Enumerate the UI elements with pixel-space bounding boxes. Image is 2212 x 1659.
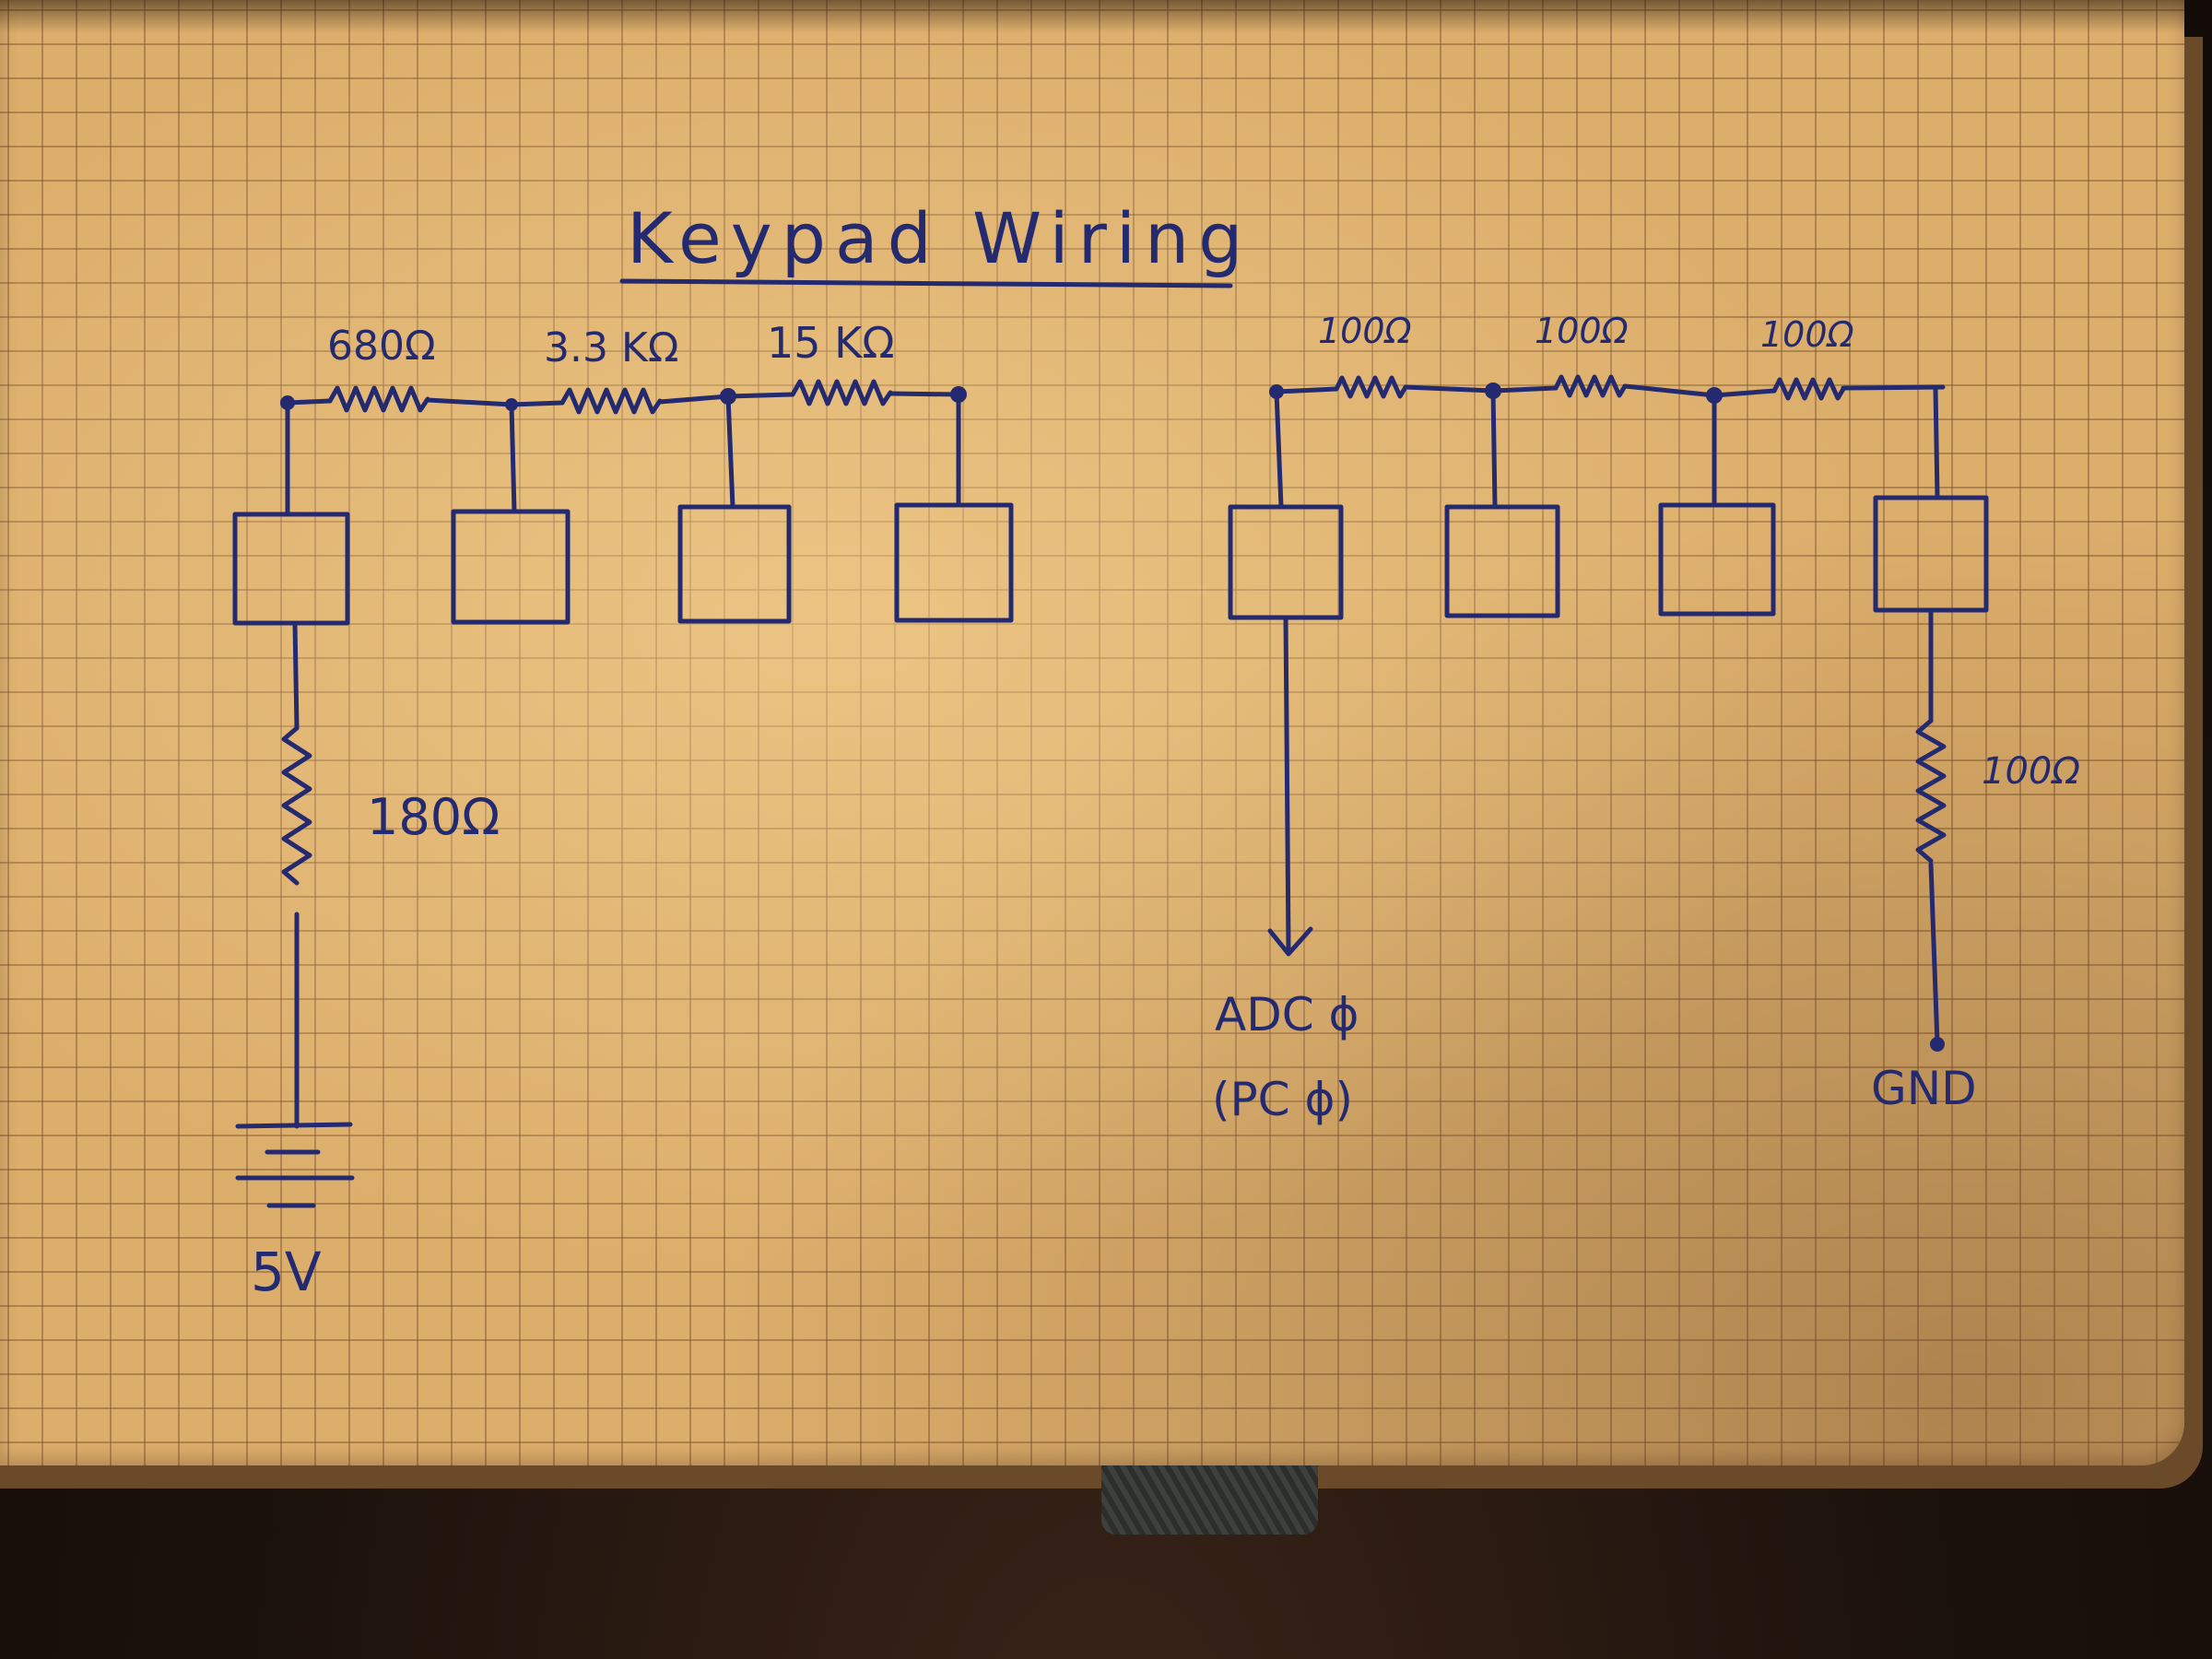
right-bus-wire-4 <box>1841 384 1946 391</box>
right-bus-wire-2 <box>1403 384 1559 394</box>
bookmark-ribbon <box>1101 1465 1318 1535</box>
battery-plate-1 <box>235 1122 353 1129</box>
key-switch-5 <box>1228 504 1344 620</box>
right-drop-wire-2 <box>1490 388 1498 510</box>
ground-branch: 100Ω GND <box>1871 607 2080 1115</box>
adc-output-branch: ADC ϕ (PC ϕ) <box>1212 615 1359 1126</box>
resistor-100-a-label: 100Ω <box>1318 311 1412 351</box>
ground-label: GND <box>1871 1062 1977 1115</box>
ground-wire-bottom <box>1928 862 1940 1047</box>
adc-pin-label: (PC ϕ) <box>1212 1073 1353 1126</box>
resistor-100-b-symbol <box>1553 374 1628 398</box>
resistor-15k-symbol <box>790 379 893 406</box>
left-bus-wire-2 <box>425 397 565 407</box>
title-underline <box>619 278 1233 288</box>
key-switch-6 <box>1444 504 1560 618</box>
right-bus-wire-3 <box>1622 383 1777 398</box>
resistor-680-symbol <box>327 385 430 413</box>
adc-channel-label: ADC ϕ <box>1215 988 1359 1041</box>
left-drop-wire-2 <box>509 402 517 514</box>
resistor-100-ground-label: 100Ω <box>1982 750 2080 793</box>
diagram-title: Keypad Wiring <box>627 197 1252 279</box>
resistor-15k-label: 15 KΩ <box>767 318 894 368</box>
supply-wire-top <box>292 620 300 731</box>
key-switch-7 <box>1658 502 1776 617</box>
left-keypad-buttons <box>232 392 1014 626</box>
left-resistor-ladder: 680Ω 3.3 KΩ 15 KΩ <box>280 318 967 415</box>
key-switch-4 <box>894 502 1014 623</box>
resistor-100-a-symbol <box>1334 375 1408 399</box>
supply-voltage-label: 5V <box>251 1241 322 1303</box>
resistor-100-ground-symbol <box>1915 718 1947 864</box>
adc-wire <box>1283 615 1291 952</box>
resistor-100-c-symbol <box>1771 377 1846 401</box>
resistor-100-c-label: 100Ω <box>1760 314 1854 355</box>
key-switch-8 <box>1873 495 1989 613</box>
key-switch-3 <box>677 504 792 624</box>
resistor-180-label: 180Ω <box>367 788 500 846</box>
adc-arrow-head <box>1267 926 1313 957</box>
resistor-3k3-symbol <box>559 387 663 415</box>
ground-node <box>1930 1037 1945 1052</box>
left-drop-wire-3 <box>725 394 735 510</box>
key-switch-1 <box>232 512 350 626</box>
page-top-shadow <box>0 0 2184 33</box>
left-supply-branch: 180Ω 5V <box>235 620 500 1303</box>
right-keypad-buttons <box>1228 385 1989 620</box>
right-resistor-ladder: 100Ω 100Ω 100Ω <box>1269 311 1946 404</box>
right-drop-wire-4 <box>1933 385 1940 500</box>
resistor-3k3-label: 3.3 KΩ <box>544 324 678 371</box>
right-bus-wire-1 <box>1274 386 1339 394</box>
resistor-180-symbol <box>281 725 312 886</box>
resistor-100-b-label: 100Ω <box>1535 311 1629 351</box>
key-switch-2 <box>451 509 571 625</box>
resistor-680-label: 680Ω <box>327 323 436 370</box>
right-drop-wire-1 <box>1274 389 1284 510</box>
graph-paper-page <box>0 0 2184 1465</box>
